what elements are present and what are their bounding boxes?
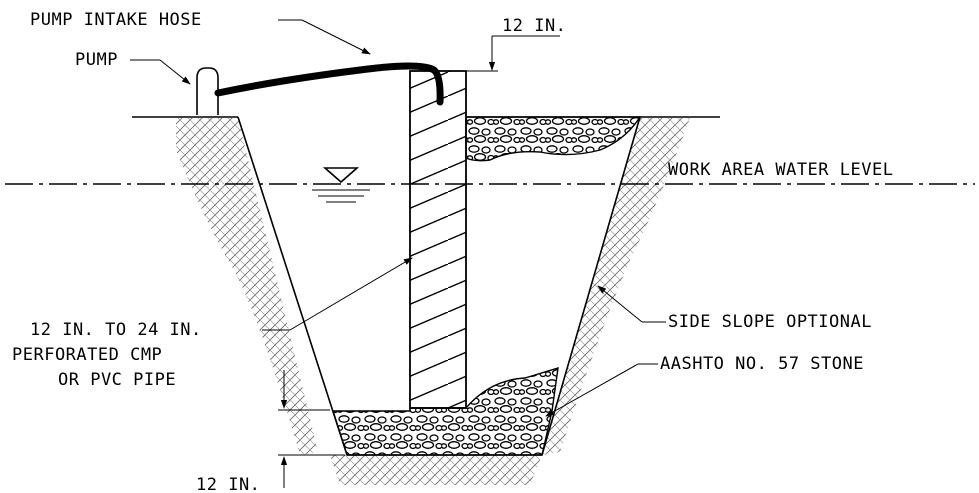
stone-label: AASHTO NO. 57 STONE <box>660 354 864 374</box>
perforated-pipe <box>409 70 467 409</box>
water-level-label: WORK AREA WATER LEVEL <box>668 160 893 180</box>
water-level-symbol <box>322 167 360 184</box>
bottom-dimension-label: 12 IN. <box>196 475 260 493</box>
pump <box>196 67 219 115</box>
pump-intake-hose <box>214 62 444 106</box>
pump-intake-hose-label: PUMP INTAKE HOSE <box>30 10 202 30</box>
pit-side-left <box>237 116 348 456</box>
soil-hatch-bottom <box>330 455 542 485</box>
pit-side-right <box>541 116 641 456</box>
top-dimension-label: 12 IN. <box>502 16 566 36</box>
pipe-label-line2: PERFORATED CMP <box>12 345 162 365</box>
stone-top <box>465 116 642 162</box>
pipe-label-line3: OR PVC PIPE <box>58 370 176 390</box>
stone-bottom <box>332 367 559 456</box>
soil-hatch-right <box>542 118 690 455</box>
pipe-label-line1: 12 IN. TO 24 IN. <box>30 320 202 340</box>
soil-hatch-left <box>176 118 318 455</box>
pump-label: PUMP <box>75 50 118 70</box>
side-slope-label: SIDE SLOPE OPTIONAL <box>668 312 872 332</box>
